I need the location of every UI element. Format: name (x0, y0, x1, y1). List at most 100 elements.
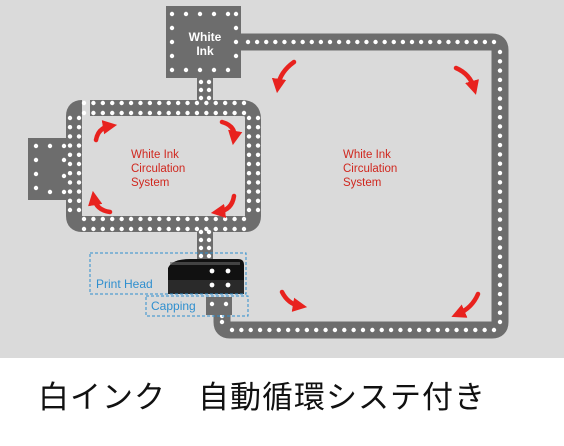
track-hole (119, 100, 124, 106)
curved-flow-arrow-icon (210, 193, 237, 219)
track-hole (81, 216, 87, 222)
track-hole (497, 170, 503, 176)
track-hole (204, 100, 209, 106)
track-hole (76, 180, 82, 185)
tank-hole (233, 25, 239, 31)
white-ink-tank (166, 6, 241, 78)
tank-hole (183, 67, 189, 73)
ink-circulation-diagram: White Ink White Ink Circulation System W… (0, 0, 564, 358)
track-hole (91, 110, 96, 116)
tank-hole (183, 11, 189, 17)
track-hole (388, 327, 394, 333)
track-hole (255, 171, 261, 176)
track-hole (255, 143, 261, 148)
track-hole (100, 226, 106, 232)
track-hole (206, 229, 212, 235)
track-hole (446, 39, 451, 45)
track-hole (206, 87, 212, 93)
tank-hole (169, 25, 175, 31)
track-hole (175, 100, 181, 106)
track-hole (497, 180, 503, 185)
track-hole (497, 87, 503, 92)
track-hole (204, 216, 209, 222)
track-hole (206, 237, 212, 243)
track-hole (198, 229, 204, 235)
track-hole (497, 161, 503, 166)
track-hole (232, 226, 237, 232)
track-hole (67, 115, 73, 121)
track-hole (497, 254, 503, 260)
track-hole (455, 39, 460, 45)
track-hole (110, 216, 115, 222)
right-loop-band (213, 33, 509, 339)
track-hole (239, 327, 244, 333)
track-hole (351, 327, 356, 333)
track-hole (119, 226, 124, 232)
track-hole (76, 161, 82, 167)
track-hole (491, 39, 497, 45)
track-hole (166, 110, 171, 116)
track-hole (497, 68, 503, 73)
curved-flow-arrow-icon (279, 289, 308, 312)
track-hole (198, 253, 204, 259)
track-hole (407, 327, 412, 333)
track-hole (246, 171, 252, 176)
left-system-label-line1: White Ink (131, 149, 179, 161)
track-hole (100, 100, 106, 106)
tank-hole (33, 185, 39, 191)
track-hole (81, 110, 87, 116)
track-hole (255, 152, 261, 157)
capping-callout (145, 295, 249, 317)
track-hole (76, 207, 82, 213)
track-hole (497, 96, 503, 101)
track-hole (246, 125, 252, 130)
track-hole (497, 291, 503, 297)
tank-hole (169, 39, 175, 45)
curved-flow-arrow-icon (88, 190, 113, 215)
capping-block (206, 297, 232, 315)
track-hole (391, 39, 396, 45)
track-hole (370, 327, 375, 333)
track-hole (497, 77, 503, 83)
print-head-callout (89, 252, 247, 295)
right-system-label-line3: System (343, 177, 381, 189)
track-hole (497, 282, 503, 287)
track-hole (76, 198, 82, 203)
tank-hole (233, 39, 239, 45)
tank-hole (33, 171, 39, 177)
tank-hole (47, 143, 53, 149)
curved-flow-arrow-icon (219, 119, 243, 146)
track-hole (91, 226, 96, 232)
track-hole (497, 59, 503, 64)
track-hole (222, 100, 228, 106)
track-hole (497, 114, 503, 120)
white-ink-label-line2: Ink (196, 44, 214, 58)
track-hole (76, 143, 82, 148)
track-hole (67, 143, 73, 148)
track-hole (273, 39, 278, 45)
track-hole (157, 110, 162, 116)
curved-flow-arrow-icon (271, 59, 297, 94)
tank-hole (47, 189, 53, 195)
track-hole (246, 189, 252, 194)
track-hole (309, 39, 314, 45)
track-hole (76, 171, 82, 176)
caption-band (0, 358, 564, 446)
tank-hole (33, 143, 39, 149)
tank-hole (233, 53, 239, 59)
diagram-canvas: White Ink White Ink Circulation System W… (28, 6, 509, 339)
track-hole (222, 216, 228, 222)
track-hole (360, 327, 366, 333)
tank-hole (61, 173, 67, 179)
track-hole (473, 327, 478, 333)
track-hole (323, 327, 328, 333)
track-hole (497, 198, 503, 204)
left-loop-band (66, 100, 261, 232)
track-hole (342, 327, 347, 333)
track-hole (76, 134, 82, 139)
track-hole (382, 39, 387, 45)
track-hole (67, 152, 73, 157)
track-hole (67, 134, 73, 139)
track-hole (497, 263, 503, 269)
track-hole (232, 100, 237, 106)
